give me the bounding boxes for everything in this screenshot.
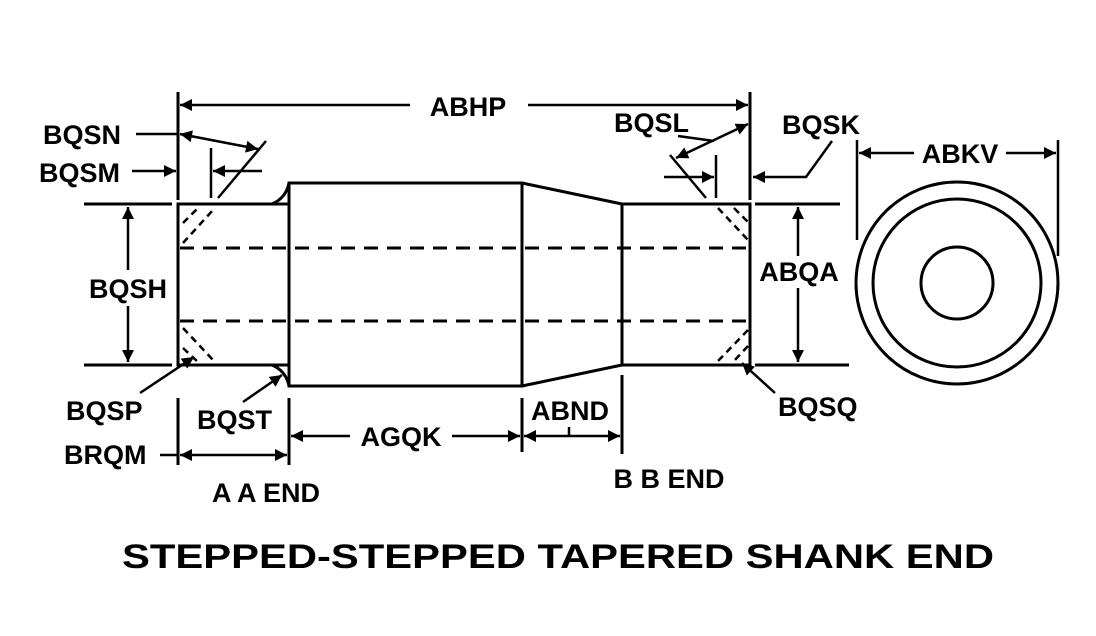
top-step-fillet (271, 182, 291, 206)
label-abhp: ABHP (430, 92, 507, 122)
outer-diameter-circle (854, 180, 1060, 386)
shank-diameter-circle (871, 197, 1043, 369)
label-a-end: A A END (212, 478, 320, 508)
bqsk-leader (753, 140, 834, 183)
label-abkv: ABKV (922, 139, 999, 169)
left-chamfer-hatch (182, 347, 200, 364)
label-agqk: AGQK (361, 422, 443, 452)
label-bqsl: BQSL (614, 108, 689, 138)
right-chamfer-hatch (733, 345, 749, 362)
bqst-leader (242, 373, 283, 404)
label-bqsp: BQSP (66, 396, 143, 426)
right-chamfer-hatch (717, 207, 749, 241)
right-chamfer-hatch (717, 329, 749, 362)
left-shank-outline (176, 202, 289, 367)
right-chamfer-hatch (733, 207, 749, 223)
bqsn-dim-line (179, 130, 259, 153)
right-shank-outline (620, 202, 752, 367)
label-bqsh: BQSH (89, 274, 167, 304)
label-bqsk: BQSK (782, 110, 861, 140)
label-brqm: BRQM (64, 440, 147, 470)
label-bqsm: BQSM (39, 158, 120, 188)
left-chamfer-hatch (182, 209, 214, 244)
label-abnd: ABND (531, 396, 609, 426)
bqsl-leader (677, 134, 715, 143)
left-chamfer-hatch (182, 206, 200, 224)
bore-circle (919, 245, 995, 321)
bqsp-leader (139, 355, 195, 395)
bqsl-dim-line (675, 122, 749, 160)
bqsq-leader (741, 362, 776, 394)
label-bqst: BQST (197, 405, 273, 435)
main-body-outline (287, 181, 524, 388)
taper-top-line (521, 181, 623, 206)
label-b-end: B B END (613, 464, 724, 494)
label-abqa: ABQA (759, 257, 839, 287)
diagram-title: STEPPED-STEPPED TAPERED SHANK END (122, 538, 994, 576)
taper-bottom-line (521, 363, 623, 388)
bottom-step-fillet (271, 363, 291, 387)
label-bqsn: BQSN (43, 120, 121, 150)
bqsn-chamfer-angle-line (217, 140, 267, 199)
part-side-view (176, 181, 752, 388)
label-bqsq: BQSQ (778, 392, 858, 422)
part-end-view: ABKV (854, 139, 1060, 386)
left-chamfer-hatch (182, 327, 214, 361)
